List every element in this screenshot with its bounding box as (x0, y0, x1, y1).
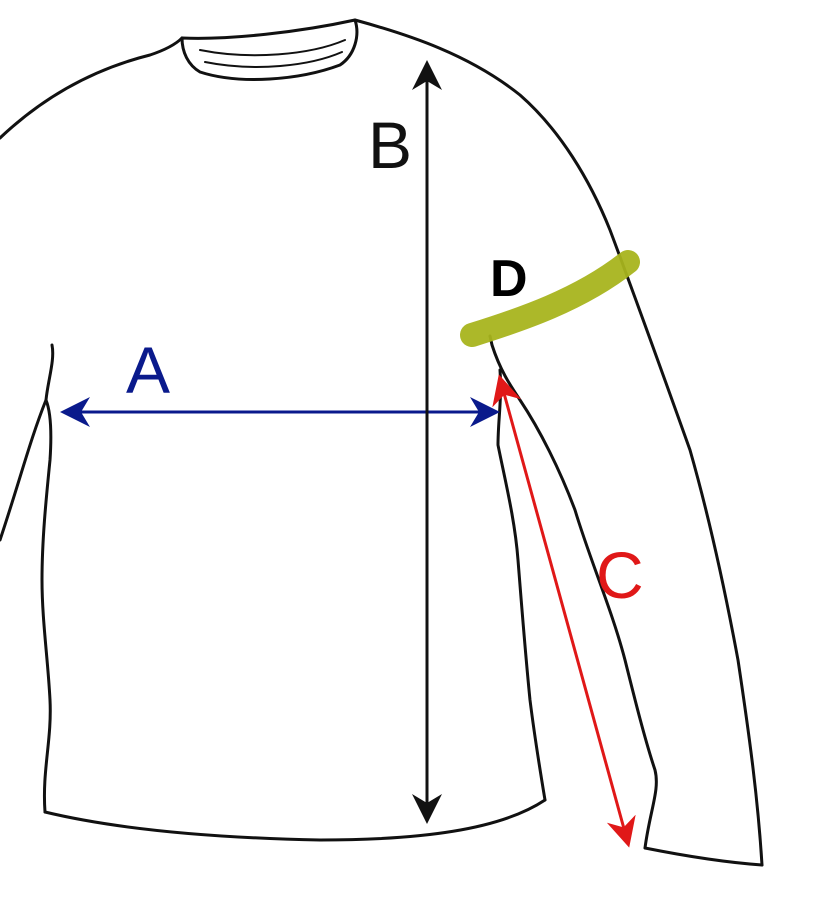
shirt-left-side (40, 343, 55, 814)
shirt-left-shoulder (0, 36, 184, 140)
shirt-collar (180, 18, 359, 81)
measurement-d-band (460, 250, 640, 347)
shirt-collar-inner (199, 39, 346, 68)
shirt-sleeve-cuff (643, 846, 764, 867)
shirt-left-sleeve-edge (0, 398, 48, 542)
shirt-right-side (496, 368, 547, 802)
measurement-c-label: C (596, 538, 644, 612)
shirt-right-shoulder-sleeve (353, 18, 764, 867)
measurement-c-arrow (492, 374, 636, 848)
shirt-hem (43, 798, 547, 842)
measurement-d-label: D (490, 250, 528, 308)
measurement-a-label: A (126, 333, 170, 407)
measurement-b-label: B (368, 108, 412, 182)
